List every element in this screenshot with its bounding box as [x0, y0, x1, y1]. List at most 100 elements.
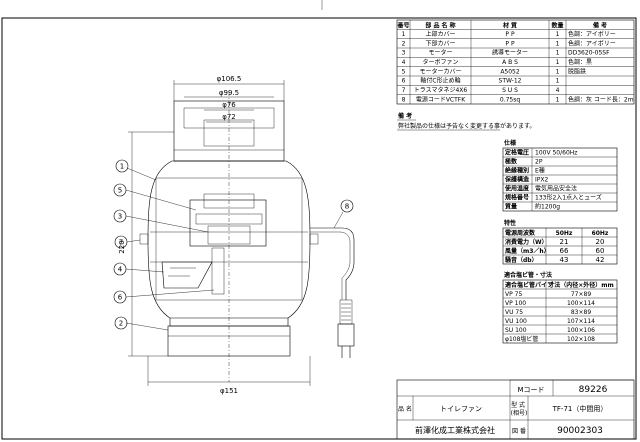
- parts-header-material: 材 質: [502, 22, 517, 30]
- power-plug: [337, 323, 355, 347]
- parts-cell-r3-c4: 色調：黒: [568, 58, 592, 66]
- fit-cell-r2-c1: 83×89: [571, 309, 591, 316]
- specs-value-0: 100V 50/60Hz: [535, 149, 577, 156]
- model-value: TF-71（中間用）: [552, 404, 608, 413]
- parts-cell-r3-c2: A B S: [502, 59, 518, 66]
- fit-cell-r5-c0: φ108塩ビ管: [505, 335, 538, 343]
- balloon-8: [340, 199, 354, 213]
- balloon-8-label: 8: [345, 203, 349, 211]
- specs-label-1: 極数: [504, 157, 518, 165]
- char-cell-r1-c0: 風量（m3／h）: [505, 247, 550, 255]
- notes-text: 弊社製品の仕様は予告なく変更する事があります。: [398, 122, 535, 130]
- parts-cell-r6-c3: 4: [556, 87, 560, 94]
- parts-cell-r6-c0: 7: [402, 87, 406, 94]
- parts-cell-r4-c0: 5: [402, 68, 406, 75]
- power-cord: [310, 227, 355, 300]
- dim-bottom: φ151: [220, 387, 238, 395]
- balloon-1: [115, 159, 129, 173]
- balloon-7-label: 7: [119, 239, 123, 247]
- fit-cell-r3-c1: 107×114: [567, 318, 595, 325]
- parts-cell-r5-c1: 軸付C形止め輪: [420, 77, 460, 85]
- model-label-line-1: 型 式: [511, 401, 525, 409]
- turbo-fan: [161, 261, 213, 289]
- specs-label-0: 定格電圧: [504, 148, 529, 156]
- m-code-label: Mコード: [517, 386, 544, 394]
- fit-cell-r2-c0: VU 75: [505, 309, 523, 316]
- parts-header-remarks: 備 考: [593, 22, 607, 30]
- parts-cell-r5-c2: STW-12: [499, 78, 522, 85]
- parts-cell-r0-c4: 色調：アイボリー: [568, 30, 616, 38]
- balloon-6: [113, 290, 127, 304]
- parts-cell-r5-c3: 1: [556, 78, 560, 85]
- fit-cell-r3-c0: VU 100: [505, 318, 527, 325]
- char-cell-r0-c2: 20: [596, 238, 605, 246]
- char-header-1: 50Hz: [556, 230, 573, 237]
- fan-drawing: [139, 92, 355, 382]
- screw-right: [309, 233, 319, 245]
- balloon-1-label: 1: [120, 163, 124, 171]
- specs-heading: 仕様: [503, 139, 517, 147]
- motor-cover: [189, 199, 267, 247]
- parts-cell-r7-c3: 1: [556, 96, 560, 103]
- parts-cell-r7-c2: 0.75sq: [500, 96, 520, 103]
- drawing-number: 90002303: [557, 426, 603, 436]
- parts-cell-r0-c0: 1: [402, 31, 406, 38]
- specs-label-2: 絶縁種別: [505, 166, 529, 174]
- balloon-5-label: 5: [118, 187, 122, 195]
- balloon-7: [114, 235, 128, 249]
- dim-d106: φ106.5: [217, 75, 242, 83]
- parts-cell-r5-c0: 6: [402, 78, 406, 85]
- char-cell-r2-c1: 43: [560, 256, 569, 264]
- parts-cell-r0-c1: 上部カバー: [425, 30, 455, 38]
- balloon-4-label: 4: [118, 266, 123, 274]
- parts-cell-r1-c0: 2: [402, 40, 406, 47]
- parts-cell-r4-c4: 脱脂鉄: [568, 67, 586, 75]
- char-cell-r2-c0: 騒音（db）: [505, 256, 538, 264]
- parts-header-no: 番号: [396, 22, 409, 30]
- specs-value-3: IPX2: [535, 176, 548, 183]
- parts-cell-r6-c2: S U S: [502, 87, 518, 94]
- parts-cell-r1-c2: P P: [505, 40, 515, 47]
- fit-cell-r1-c0: VP 100: [505, 300, 526, 307]
- product-name: トイレファン: [440, 405, 482, 413]
- char-header-0: 電源周波数: [505, 229, 536, 237]
- char-cell-r1-c2: 60: [596, 247, 605, 255]
- balloon-4: [113, 262, 127, 276]
- fittings-heading: 適合塩ビ管・寸法: [504, 271, 552, 279]
- parts-cell-r7-c4: 色調：灰 コード長：2m: [568, 95, 634, 103]
- dim-d76: φ76: [222, 101, 236, 109]
- parts-cell-r7-c0: 8: [402, 96, 406, 103]
- screw-left: [139, 233, 149, 245]
- characteristics-heading: 特性: [504, 219, 516, 227]
- model-label: 型 式 (相号): [511, 401, 528, 417]
- balloon-5: [113, 183, 127, 197]
- parts-cell-r7-c1: 電源コードVCTFK: [416, 95, 466, 103]
- parts-cell-r0-c3: 1: [556, 31, 560, 38]
- title-block: Mコード 89226 品 名 トイレファン 型 式 (相号) TF-71（中間用…: [396, 379, 635, 440]
- fit-cell-r4-c0: SU 100: [505, 327, 527, 334]
- motor: [207, 225, 251, 245]
- balloon-2: [114, 316, 128, 330]
- fit-cell-r4-c1: 100×106: [567, 327, 595, 334]
- parts-cell-r3-c0: 4: [402, 59, 406, 66]
- specs-label-6: 質量: [505, 202, 517, 210]
- notes-section: 備 考 弊社製品の仕様は予告なく変更する事があります。: [397, 112, 535, 131]
- parts-cell-r2-c2: 誘導モーター: [492, 49, 528, 57]
- dim-d99: φ99.5: [219, 89, 239, 97]
- specs-value-5: 133形2入1点入とューズ: [535, 193, 602, 201]
- parts-header-qty: 数量: [551, 22, 563, 30]
- m-code-value: 89226: [579, 385, 608, 395]
- dimension-lines: φ106.5 φ99.5 φ76 φ72 220 φ151: [118, 75, 311, 395]
- dim-height: 220: [118, 240, 126, 253]
- specs-label-5: 規格番号: [505, 193, 529, 201]
- product-label: 品 名: [398, 405, 412, 413]
- specs-value-1: 2P: [535, 158, 543, 165]
- parts-cell-r0-c2: P P: [505, 31, 515, 38]
- parts-cell-r4-c3: 1: [556, 68, 560, 75]
- drawing-label: 図 番: [512, 428, 526, 435]
- parts-cell-r2-c0: 3: [402, 50, 406, 57]
- fit-cell-r1-c1: 100×114: [567, 300, 595, 307]
- parts-cell-r2-c3: 1: [556, 50, 560, 57]
- company-name: 前澤化成工業株式会社: [415, 425, 495, 435]
